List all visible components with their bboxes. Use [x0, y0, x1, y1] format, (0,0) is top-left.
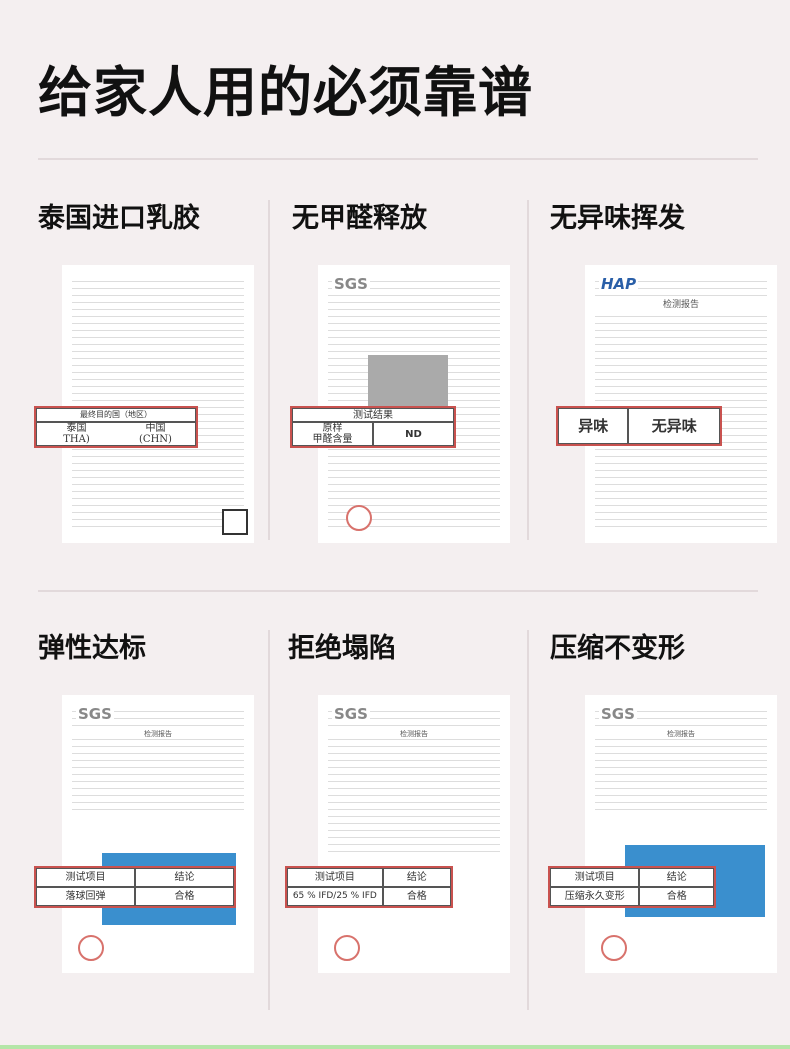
callout-cell: 结论 [135, 868, 234, 887]
page-title: 给家人用的必须靠谱 [38, 61, 533, 124]
customs-declaration-document [62, 265, 254, 543]
callout-cell: 异味 [558, 408, 629, 444]
section-heading: 无异味挥发 [550, 203, 685, 234]
callout-cell: 合格 [639, 887, 714, 906]
section-heading: 弹性达标 [38, 633, 146, 664]
divider [268, 630, 270, 1010]
divider [268, 200, 270, 540]
hap-logo: HAP [599, 275, 639, 293]
doc-heading: 检测报告 [585, 297, 777, 310]
callout-box: 测试项目结论 压缩永久变形合格 [548, 866, 716, 908]
callout-box: 异味 无异味 [556, 406, 722, 446]
sgs-report-document: SGS 检测报告 [62, 695, 254, 973]
divider [527, 200, 529, 540]
callout-cell: 测试项目 [287, 868, 383, 887]
sgs-logo: SGS [599, 705, 637, 723]
callout-cell: 泰国 THA) [36, 422, 116, 446]
callout-cell: 压缩永久变形 [550, 887, 640, 906]
section-heading: 无甲醛释放 [292, 203, 427, 234]
hap-report-document: HAP 检测报告 [585, 265, 777, 543]
callout-box: 测试项目结论 落球回弹合格 [34, 866, 236, 908]
callout-cell: 原样 甲醛含量 [292, 422, 373, 446]
sgs-logo: SGS [76, 705, 114, 723]
sgs-report-document: SGS 检测报告 [318, 695, 510, 973]
callout-cell: 无异味 [628, 408, 720, 444]
section-heading: 拒绝塌陷 [288, 633, 396, 664]
section-heading: 泰国进口乳胶 [38, 203, 200, 234]
divider [38, 590, 758, 592]
sgs-report-document: SGS [318, 265, 510, 543]
callout-cell: 测试项目 [550, 868, 640, 887]
callout-box: 测试结果 原样 甲醛含量 ND [290, 406, 456, 448]
doc-heading: 检测报告 [318, 729, 510, 739]
sgs-logo: SGS [332, 275, 370, 293]
callout-cell: 中国 (CHN) [116, 422, 196, 446]
divider [38, 158, 758, 160]
callout-cell: 65 % IFD/25 % IFD [287, 887, 383, 906]
section-heading: 压缩不变形 [550, 633, 685, 664]
callout-box: 最终目的国（地区） 泰国 THA) 中国 (CHN) [34, 406, 198, 448]
callout-cell: ND [373, 422, 454, 446]
doc-heading: 检测报告 [585, 729, 777, 739]
callout-cell: 结论 [382, 868, 451, 887]
callout-cell: 测试项目 [36, 868, 135, 887]
doc-heading: 检测报告 [62, 729, 254, 739]
callout-cell: 落球回弹 [36, 887, 135, 906]
callout-header: 测试结果 [292, 408, 454, 422]
divider [527, 630, 529, 1010]
callout-cell: 结论 [639, 868, 714, 887]
callout-cell: 合格 [382, 887, 451, 906]
callout-header: 最终目的国（地区） [36, 408, 196, 422]
callout-cell: 合格 [135, 887, 234, 906]
bottom-accent-bar [0, 1045, 790, 1049]
sgs-logo: SGS [332, 705, 370, 723]
sgs-report-document: SGS 检测报告 [585, 695, 777, 973]
